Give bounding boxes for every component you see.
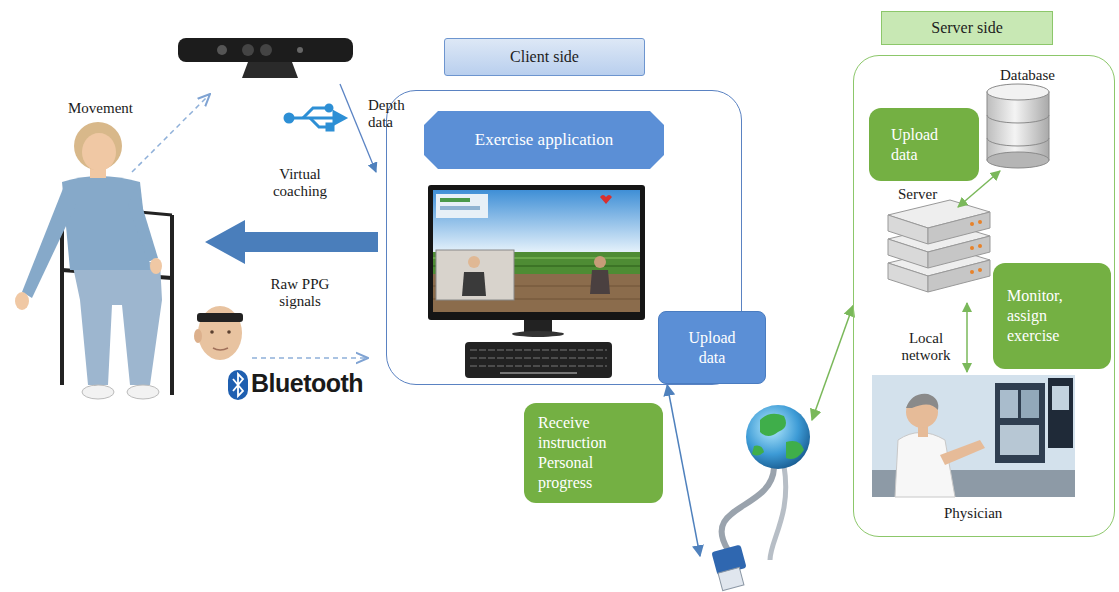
annotation-label: Virtual coaching — [260, 166, 340, 201]
bluetooth-symbol — [228, 370, 248, 400]
annotation-label: Raw PPG signals — [260, 276, 340, 311]
database-icon — [987, 84, 1049, 168]
bluetooth-logo-text: Bluetooth — [251, 369, 363, 398]
internet-globe — [711, 405, 810, 591]
connector-line — [667, 385, 700, 556]
annotation-label: Depth data — [368, 97, 410, 132]
server-region: Server sideUpload dataMonitor, assign ex… — [853, 55, 1115, 537]
keyboard — [465, 342, 612, 378]
box-text: Upload data — [681, 328, 743, 368]
region-tab: Client side — [444, 38, 645, 76]
annotation-label: Database — [1000, 67, 1055, 84]
connector-line — [812, 306, 853, 420]
movement-arrow — [132, 94, 210, 172]
server-rack — [888, 200, 990, 292]
box-text: Monitor, assign exercise — [1007, 286, 1097, 346]
client-region: Client sideExercise applicationUpload da… — [386, 90, 742, 385]
computer-monitor — [428, 185, 645, 337]
box-text: Exercise application — [475, 129, 613, 150]
annotation-label: Server — [898, 186, 937, 203]
kinect-sensor — [178, 38, 353, 78]
usb-symbol — [285, 105, 345, 130]
box-text: Receive instruction Personal progress — [538, 413, 649, 493]
local-network-arrow — [966, 303, 968, 372]
sensor-head — [194, 306, 243, 360]
upload-box: Upload data — [869, 108, 979, 181]
virtual-coaching-arrow — [205, 220, 378, 264]
application-box: Exercise application — [424, 111, 664, 169]
box-text: Upload data — [891, 125, 951, 165]
ppg-arrow — [252, 357, 368, 359]
instruction-box: Receive instruction Personal progress — [524, 403, 663, 503]
annotation-label: Movement — [68, 100, 133, 117]
exercising-woman — [15, 122, 172, 399]
monitor-assign-box: Monitor, assign exercise — [993, 263, 1111, 369]
physician-photo — [872, 375, 1075, 497]
annotation-label: Local network — [893, 330, 959, 365]
upload-box: Upload data — [658, 311, 766, 384]
region-tab: Server side — [881, 11, 1053, 45]
annotation-label: Physician — [944, 505, 1002, 522]
